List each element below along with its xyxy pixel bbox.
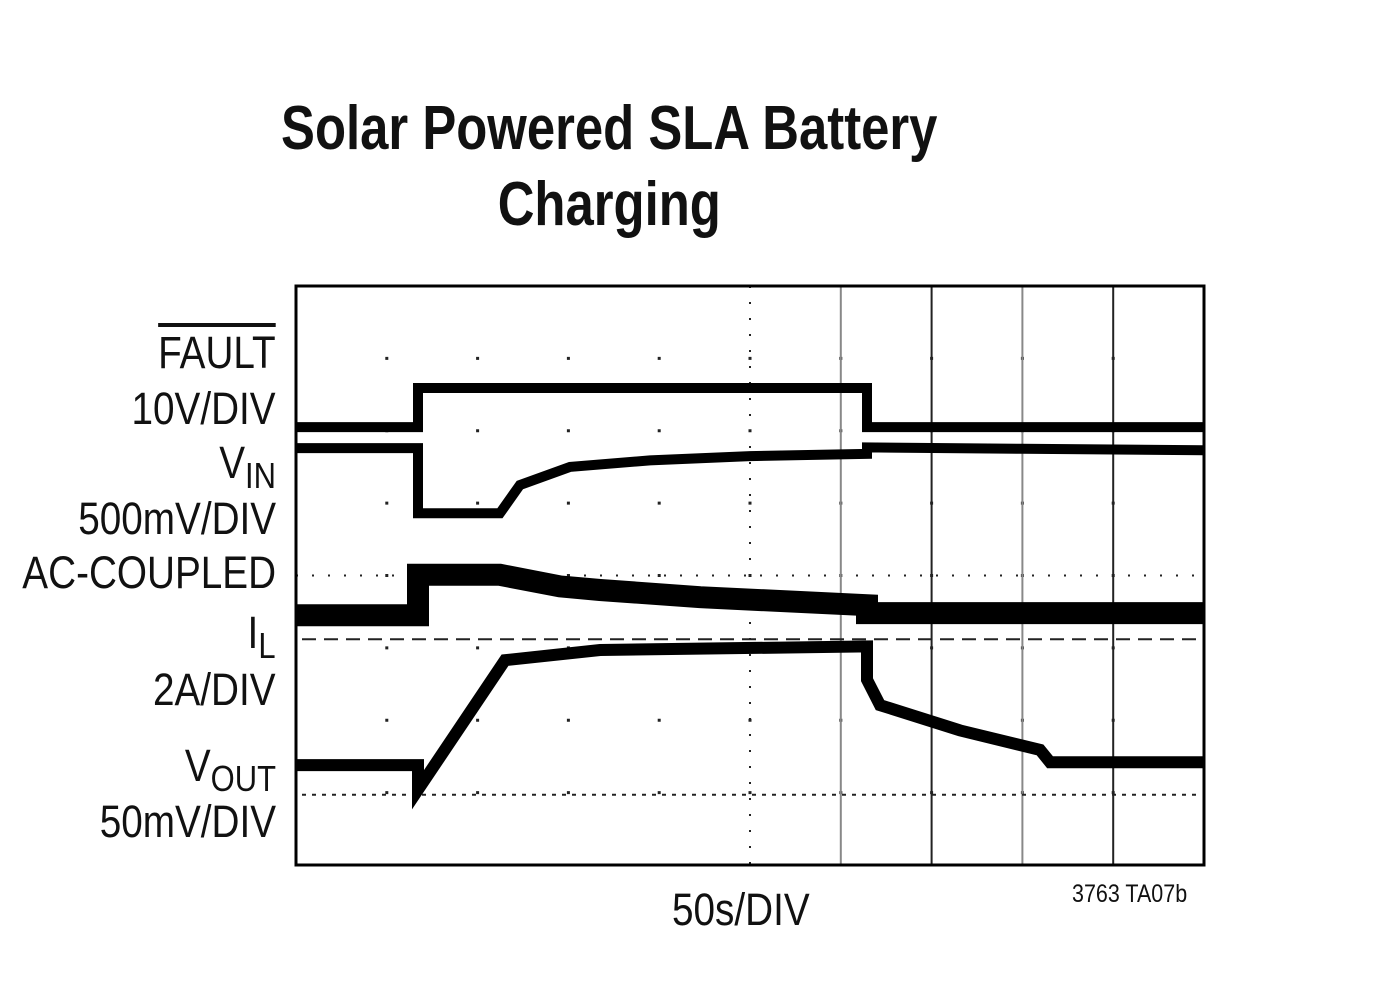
grid-dot — [657, 429, 661, 433]
grid-dot — [748, 791, 752, 795]
trace-il — [296, 563, 1204, 627]
grid-dot — [385, 791, 389, 795]
il-scale: 2A/DIV — [153, 664, 276, 715]
plot-frame — [294, 284, 1206, 867]
grid-dot — [657, 791, 661, 795]
grid-dot — [748, 501, 752, 505]
grid-dot — [566, 429, 570, 433]
il-label: IL — [248, 610, 276, 664]
grid-dot — [476, 718, 480, 722]
il-label-sub: L — [258, 625, 276, 666]
vout-label: VOUT — [185, 743, 276, 797]
grid-dot — [657, 356, 661, 360]
vout-label-main: V — [184, 740, 211, 791]
vout-label-sub: OUT — [210, 758, 276, 799]
vout-scale: 50mV/DIV — [99, 796, 276, 847]
grid-dot — [657, 501, 661, 505]
fault-label: FAULT — [158, 327, 276, 378]
grid-dot — [566, 356, 570, 360]
x-axis-label: 50s/DIV — [672, 884, 810, 935]
grid-dot — [476, 646, 480, 650]
grid-dot — [657, 574, 661, 577]
trace-fault — [296, 383, 1204, 433]
fault-scale: 10V/DIV — [131, 383, 276, 434]
figure-code: 3763 TA07b — [1072, 880, 1188, 908]
vin-label-main: V — [219, 437, 246, 488]
grid-dot — [385, 718, 389, 722]
grid-dot — [385, 646, 389, 650]
vin-label-sub: IN — [245, 455, 276, 496]
vin-coupling: AC-COUPLED — [22, 547, 276, 598]
grid-dot — [476, 501, 480, 505]
grid-dot — [385, 356, 389, 360]
grid-dot — [566, 791, 570, 795]
grid-dot — [566, 718, 570, 722]
grid-dot — [657, 718, 661, 722]
chart-title-line-1: Solar Powered SLA Battery — [281, 94, 938, 163]
vin-scale: 500mV/DIV — [78, 493, 276, 544]
grid-dot — [476, 356, 480, 360]
grid-dot — [385, 574, 389, 577]
trace-vin — [296, 442, 1205, 519]
grid-dot — [748, 356, 752, 360]
grid-dot — [748, 718, 752, 722]
chart-title-line-2: Charging — [497, 170, 721, 239]
trace-vout — [296, 640, 1204, 810]
grid-dot — [476, 791, 480, 795]
il-label-main: I — [248, 607, 259, 658]
grid-dot — [385, 501, 389, 505]
vin-label: VIN — [219, 440, 276, 494]
grid-dot — [566, 501, 570, 505]
grid-dot — [476, 429, 480, 433]
